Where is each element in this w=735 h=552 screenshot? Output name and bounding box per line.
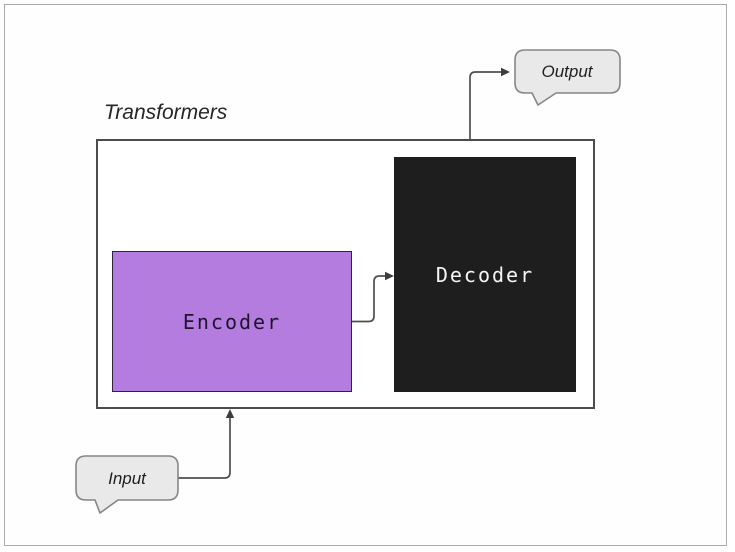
decoder-box: Decoder (394, 157, 576, 392)
decoder-label: Decoder (435, 262, 535, 287)
diagram-title: Transformers (104, 101, 228, 124)
encoder-label: Encoder (182, 309, 282, 334)
encoder-box: Encoder (112, 251, 352, 392)
